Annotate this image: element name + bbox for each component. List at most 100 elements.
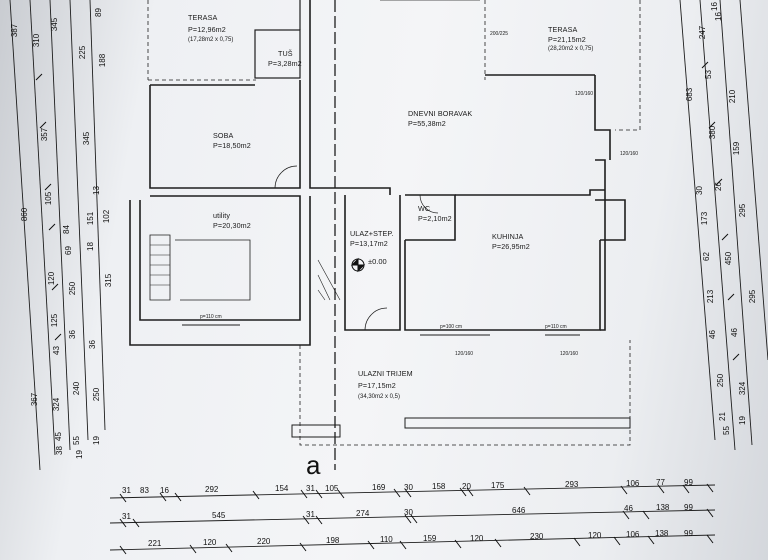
- dim-left-col2: 43: [51, 346, 61, 355]
- dim-r2: 99: [684, 503, 693, 512]
- dim-r3: 106: [626, 530, 640, 539]
- dim-right-col3: 159: [732, 141, 742, 156]
- dim-right-col4: 21: [717, 412, 727, 421]
- dim-r2: 646: [512, 506, 526, 515]
- dim-left-col3: 250: [68, 281, 78, 296]
- dim-right-col2: 324: [738, 381, 748, 396]
- window-label: 120/160: [560, 351, 579, 357]
- dim-left-col5: 13: [91, 186, 101, 195]
- dim-r3: 110: [380, 535, 393, 544]
- dim-left-col2: 45: [53, 432, 63, 441]
- section-marker: a: [306, 450, 321, 480]
- dim-r1: 30: [404, 483, 413, 492]
- dim-left-col4: 151: [86, 211, 96, 226]
- dim-right-col1: 213: [706, 289, 716, 304]
- window-label: p=110 cm: [545, 324, 567, 330]
- room-area-tus: P=3,28m2: [268, 59, 302, 68]
- dim-left-col3: 84: [61, 225, 71, 234]
- dim-right-col1: 173: [700, 211, 710, 226]
- dim-r2: 30: [404, 508, 413, 517]
- dim-left-col2: 324: [52, 397, 62, 412]
- level-mark-label: ±0.00: [368, 257, 387, 266]
- dim-right-col3: 295: [748, 289, 758, 304]
- dim-right-col1: 247: [698, 25, 708, 40]
- room-area-soba: P=18,50m2: [213, 141, 251, 150]
- dim-right-col3: 295: [738, 203, 748, 218]
- dim-r3: 198: [326, 536, 340, 545]
- dim-left-col1: 860: [20, 207, 30, 222]
- room-area-wc: P=2,10m2: [418, 214, 452, 223]
- dim-r1: 158: [432, 482, 446, 491]
- dim-r2: 46: [624, 504, 633, 513]
- dim-r1: 31: [122, 486, 131, 495]
- dim-r1: 292: [205, 485, 219, 494]
- dim-r3: 138: [655, 529, 669, 538]
- dim-left-col3: 345: [50, 17, 60, 32]
- dim-left-col2: 310: [32, 33, 42, 48]
- dim-left-col3: 240: [72, 381, 82, 396]
- dim-r3: 159: [423, 534, 437, 543]
- dim-right-col2: 46: [729, 328, 739, 337]
- dim-r1: 83: [140, 486, 149, 495]
- dim-left-col4: 250: [92, 387, 102, 402]
- dim-r1: 16: [160, 486, 169, 495]
- dim-r2: 545: [212, 511, 226, 520]
- room-name-ulazni-trijem: ULAZNI TRIJEM: [358, 369, 413, 378]
- window-label: p=110 cm: [200, 314, 222, 320]
- dim-left-col3: 69: [63, 246, 73, 255]
- dim-right-col1: 46: [707, 330, 717, 339]
- dim-r1: 106: [626, 479, 640, 488]
- dim-right-col2: 380: [708, 125, 718, 140]
- dim-r1: 175: [491, 481, 505, 490]
- dim-left-col4: 345: [82, 131, 92, 146]
- room-area-ulazni-trijem: P=17,15m2: [358, 381, 396, 390]
- room-name-dnevni-boravak: DNEVNI BORAVAK: [408, 109, 473, 118]
- dim-left-col5: 315: [104, 273, 114, 288]
- window-label: 120/160: [455, 351, 474, 357]
- dim-r3: 120: [588, 531, 602, 540]
- dim-right-col3: 16: [713, 12, 723, 21]
- dim-left-col5: 102: [102, 209, 112, 224]
- dim-left-col4: 18: [85, 242, 95, 251]
- room-name-soba: SOBA: [213, 131, 234, 140]
- dim-right-col2: 210: [728, 89, 738, 104]
- dim-left-col1: 387: [10, 23, 20, 38]
- room-name-utility: utility: [213, 211, 231, 220]
- dim-r1: 77: [656, 478, 665, 487]
- dim-left-col2: 38: [54, 446, 64, 455]
- dim-left-col4: 225: [78, 45, 88, 60]
- dim-r3: 120: [203, 538, 217, 547]
- dim-r1: 154: [275, 484, 289, 493]
- dim-right-col1: 55: [721, 426, 731, 435]
- room-name-wc: WC: [418, 204, 431, 213]
- room-area-dnevni-boravak: P=55,38m2: [408, 119, 446, 128]
- dim-right-col1: 683: [685, 87, 695, 102]
- dim-right-col4: 26: [713, 182, 723, 191]
- dim-r3: 221: [148, 539, 162, 548]
- room-name-ulaz: ULAZ+STEP.: [350, 229, 394, 238]
- dim-r3: 99: [684, 529, 693, 538]
- room-name-terasa-left: TERASA: [188, 13, 218, 22]
- dim-left-col2: 120: [47, 271, 57, 286]
- room-area-ulaz: P=13,17m2: [350, 239, 388, 248]
- dim-r3: 230: [530, 532, 544, 541]
- dim-left-col1: 367: [30, 392, 40, 407]
- dim-right-col4: 30: [694, 186, 704, 195]
- dim-right-col2: 53: [703, 70, 713, 79]
- window-label: 120/160: [575, 91, 594, 97]
- room-area-terasa-left: P=12,96m2: [188, 25, 226, 34]
- dim-r2: 274: [356, 509, 370, 518]
- room-area-kuhinja: P=26,95m2: [492, 242, 530, 251]
- room-area-terasa-right: P=21,15m2: [548, 35, 586, 44]
- dim-r1: 20: [462, 482, 471, 491]
- room-note-ulazni-trijem: (34,30m2 x 0,5): [358, 394, 401, 400]
- dim-left-col4: 36: [87, 340, 97, 349]
- dim-left-col5: 188: [98, 53, 108, 68]
- dim-left-col5: 89: [93, 8, 103, 17]
- dim-r1: 169: [372, 483, 386, 492]
- room-note-terasa-right: (28,20m2 x 0,75): [548, 46, 594, 52]
- room-name-tus: TUŠ: [278, 49, 293, 58]
- dim-r2: 138: [656, 503, 670, 512]
